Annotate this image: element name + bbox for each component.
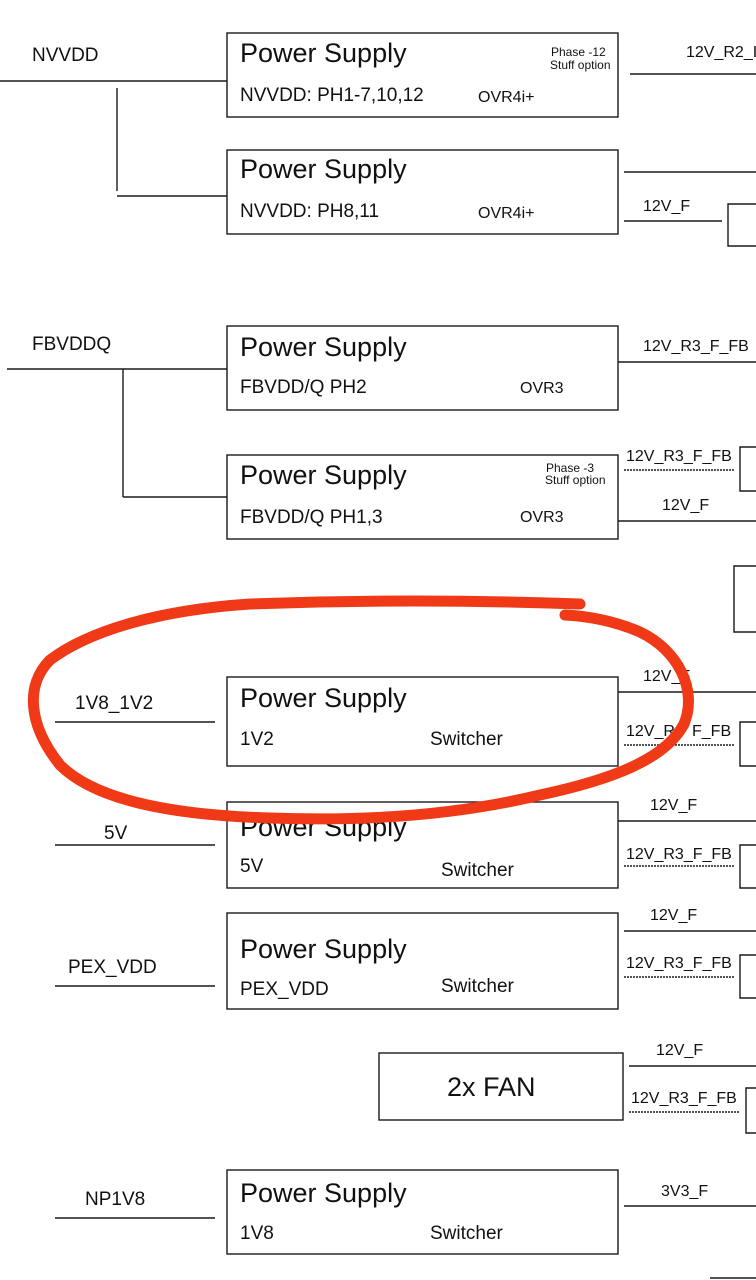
box-controller-5v: Switcher [441,860,514,881]
fan-label: 2x FAN [447,1072,536,1102]
box-subtitle-5v: 5V [240,856,264,877]
box-title-fb-b: Power Supply [240,460,407,490]
signal-label-12v-f-4: 12V_F [650,797,698,814]
rail-label-fbvddq: FBVDDQ [32,334,112,355]
box-title-1v8: Power Supply [240,1178,407,1208]
fan-box [378,1052,624,1121]
signal-label-3v3-f: 3V3_F [661,1183,709,1200]
connector-box-6 [739,954,756,999]
signal-label-f-fb-3: F_FB [692,723,732,740]
box-controller-nvvdd-b: OVR4i+ [478,205,535,222]
box-subtitle-pex: PEX_VDD [240,979,329,1000]
box-subtitle-nvvdd-a: NVVDD: PH1-7,10,12 [240,85,424,106]
connector-box-3 [733,565,756,633]
signal-label-12v-f-1: 12V_F [643,198,691,215]
power-supply-box-nvvdd-b [226,149,619,235]
box-title-5v: Power Supply [240,812,407,842]
connector-box-2 [739,446,756,492]
box-title-nvvdd-a: Power Supply [240,38,407,68]
signal-label-12v-r3-fb-2: 12V_R3_F_FB [626,448,732,465]
connector-box-1 [727,203,756,247]
power-supply-box-fb-b [226,454,619,540]
power-supply-box-fb-a [226,325,619,411]
rail-label-1v8-1v2: 1V8_1V2 [75,693,154,714]
power-supply-box-nvvdd-a [226,32,619,118]
rail-label-5v: 5V [104,823,128,844]
rail-label-np1v8: NP1V8 [85,1189,146,1210]
signal-label-12v-r2: 12V_R2_I [686,44,756,61]
signal-label-12v-r-3: 12V_R [626,723,675,740]
power-supply-box-1v8 [226,1169,619,1255]
box-note-stuff-fb-b: Stuff option [545,473,606,487]
box-title-nvvdd-b: Power Supply [240,154,407,184]
box-note-stuff-nvvdd-a: Stuff option [550,58,611,72]
signal-label-12v-f-3: 12V_F [643,668,691,685]
signal-label-12v-f-6: 12V_F [656,1042,704,1059]
signal-label-12v-f-5: 12V_F [650,907,698,924]
box-subtitle-1v8: 1V8 [240,1223,274,1244]
connector-box-7 [745,1087,756,1134]
box-title-fb-a: Power Supply [240,332,407,362]
box-note-phase-nvvdd-a: Phase -12 [551,45,606,59]
box-controller-fb-a: OVR3 [520,380,564,397]
connector-box-5 [739,844,756,889]
box-subtitle-fb-a: FBVDD/Q PH2 [240,377,367,398]
box-title-1v2: Power Supply [240,683,407,713]
power-supply-box-pex [226,912,619,1010]
signal-label-12v-r3-fb-5: 12V_R3_F_FB [626,955,732,972]
rail-label-nvvdd: NVVDD [32,45,99,66]
box-subtitle-nvvdd-b: NVVDD: PH8,11 [240,201,380,222]
box-note-phase-fb-b: Phase -3 [546,461,595,475]
connector-box-4 [739,721,756,767]
box-controller-1v8: Switcher [430,1223,503,1244]
signal-label-12v-r3-fb-4: 12V_R3_F_FB [626,846,732,863]
signal-label-12v-f-2: 12V_F [662,497,710,514]
box-subtitle-1v2: 1V2 [240,729,274,750]
signal-label-12v-r3-fb-6: 12V_R3_F_FB [631,1090,737,1107]
box-title-pex: Power Supply [240,934,407,964]
box-controller-nvvdd-a: OVR4i+ [478,89,535,106]
signal-label-12v-r3-fb-1: 12V_R3_F_FB [643,338,749,355]
box-controller-pex: Switcher [441,976,514,997]
box-subtitle-fb-b: FBVDD/Q PH1,3 [240,507,383,528]
box-controller-1v2: Switcher [430,729,503,750]
box-controller-fb-b: OVR3 [520,509,564,526]
rail-label-pex-vdd: PEX_VDD [68,957,157,978]
